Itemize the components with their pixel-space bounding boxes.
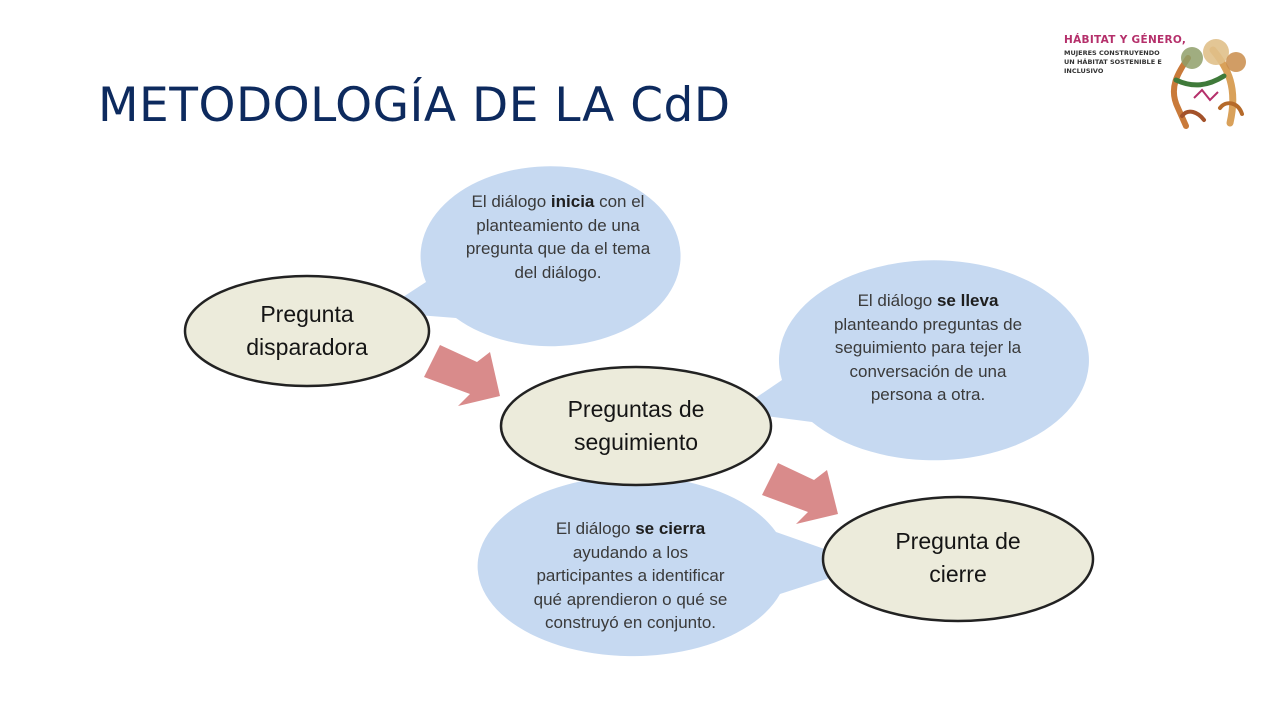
bubble-lleva-text: El diálogo se lleva planteando preguntas… [818, 289, 1038, 407]
bubble-inicia-bold: inicia [550, 192, 595, 211]
slide-title: METODOLOGÍA DE LA CdD [98, 78, 731, 133]
node-pregunta-disparadora: Pregunta disparadora [207, 298, 407, 364]
arrow-seguimiento-to-cierre [762, 463, 838, 524]
bubble-cierra-post: ayudando a los participantes a identific… [533, 542, 728, 633]
node-disparadora-line2: disparadora [246, 334, 368, 360]
bubble-lleva-shape [735, 260, 1089, 461]
node-pregunta-cierre: Pregunta de cierre [843, 525, 1073, 591]
bubble-inicia-pre: El diálogo [471, 192, 551, 211]
bubble-lleva-bold: se lleva [936, 291, 999, 310]
bubble-cierra-text: El diálogo se cierra ayudando a los part… [523, 517, 738, 635]
node-pregunta-disparadora-shape [183, 274, 431, 388]
bubble-lleva-post: planteando preguntas de seguimiento para… [833, 314, 1023, 405]
node-pregunta-cierre-shape [821, 495, 1095, 623]
node-cierre-line1: Pregunta de [895, 528, 1021, 554]
bubble-cierra-pre: El diálogo [555, 519, 636, 538]
bubble-lleva-pre: El diálogo [857, 291, 937, 310]
node-seguimiento-line2: seguimiento [573, 429, 699, 455]
node-preguntas-seguimiento: Preguntas de seguimiento [521, 393, 751, 459]
logo-subtitle: MUJERES CONSTRUYENDO UN HÁBITAT SOSTENIB… [1064, 49, 1162, 75]
node-disparadora-line1: Pregunta [260, 301, 354, 327]
node-preguntas-seguimiento-shape [499, 365, 773, 487]
arrow-disparadora-to-seguimiento [424, 345, 500, 406]
bubble-cierra-shape [477, 476, 870, 657]
bubble-cierra-bold: se cierra [635, 519, 706, 538]
bubble-inicia-shape [380, 166, 681, 347]
node-cierre-line2: cierre [929, 561, 987, 587]
bubble-inicia-post: con el planteamiento de una pregunta que… [465, 192, 651, 282]
node-seguimiento-line1: Preguntas de [567, 396, 705, 422]
bubble-inicia-text: El diálogo inicia con el planteamiento d… [463, 190, 653, 284]
habitat-genero-logo: HÁBITAT Y GÉNERO, MUJERES CONSTRUYENDO U… [1060, 20, 1260, 135]
logo-women-illustration [1170, 39, 1246, 129]
logo-title: HÁBITAT Y GÉNERO, [1064, 34, 1187, 46]
